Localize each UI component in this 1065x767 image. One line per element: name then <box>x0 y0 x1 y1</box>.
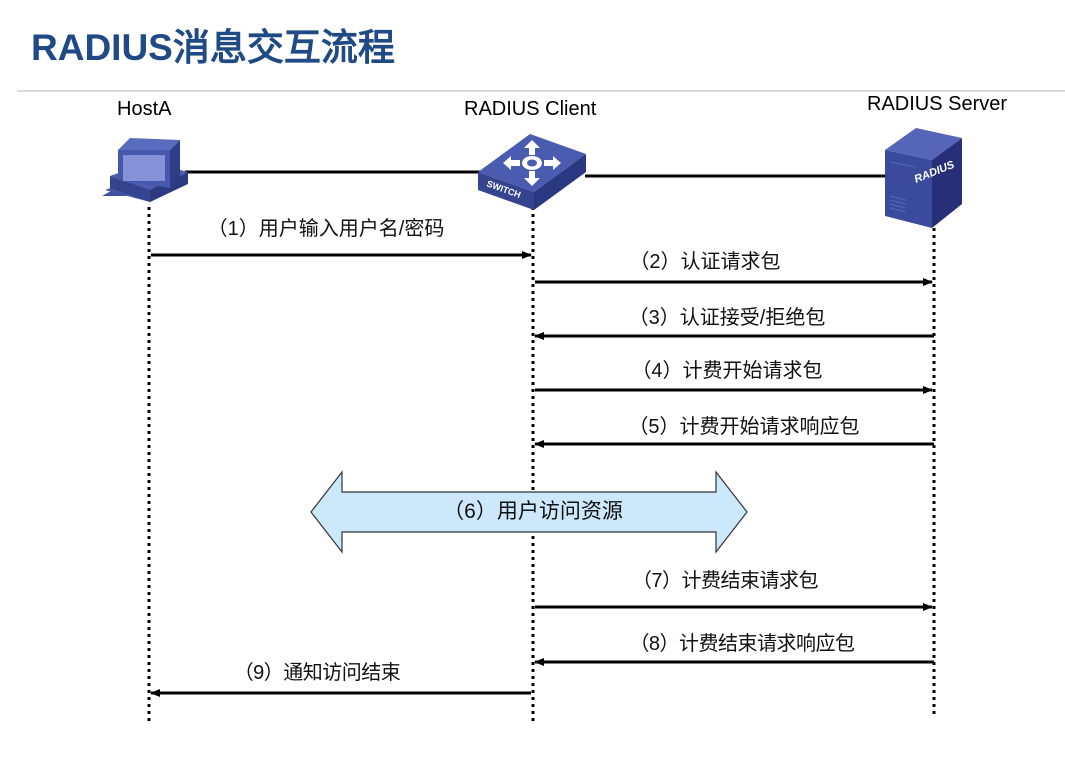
message-label-2: （2）认证请求包 <box>629 251 781 273</box>
resource-access-band-arrow <box>310 470 748 554</box>
message-label-9: （9）通知访问结束 <box>233 662 401 684</box>
switch-icon: SWITCH <box>478 134 586 210</box>
message-label-3: （3）认证接受/拒绝包 <box>628 307 826 329</box>
entity-label-hosta: HostA <box>117 98 172 120</box>
page-title: RADIUS消息交互流程 <box>31 27 395 68</box>
title-divider <box>17 90 1065 92</box>
message-label-5: （5）计费开始请求响应包 <box>628 416 860 438</box>
server-icon: RADIUS <box>885 128 962 228</box>
computer-icon <box>102 138 188 202</box>
entity-label-radius-client: RADIUS Client <box>464 98 597 120</box>
message-label-4: （4）计费开始请求包 <box>631 360 823 382</box>
message-label-7: （7）计费结束请求包 <box>631 570 819 592</box>
resource-access-band-label: （6）用户访问资源 <box>443 500 623 523</box>
entity-label-radius-server: RADIUS Server <box>867 93 1008 115</box>
message-label-1: （1）用户输入用户名/密码 <box>207 218 445 240</box>
message-label-8: （8）计费结束请求响应包 <box>629 633 855 655</box>
